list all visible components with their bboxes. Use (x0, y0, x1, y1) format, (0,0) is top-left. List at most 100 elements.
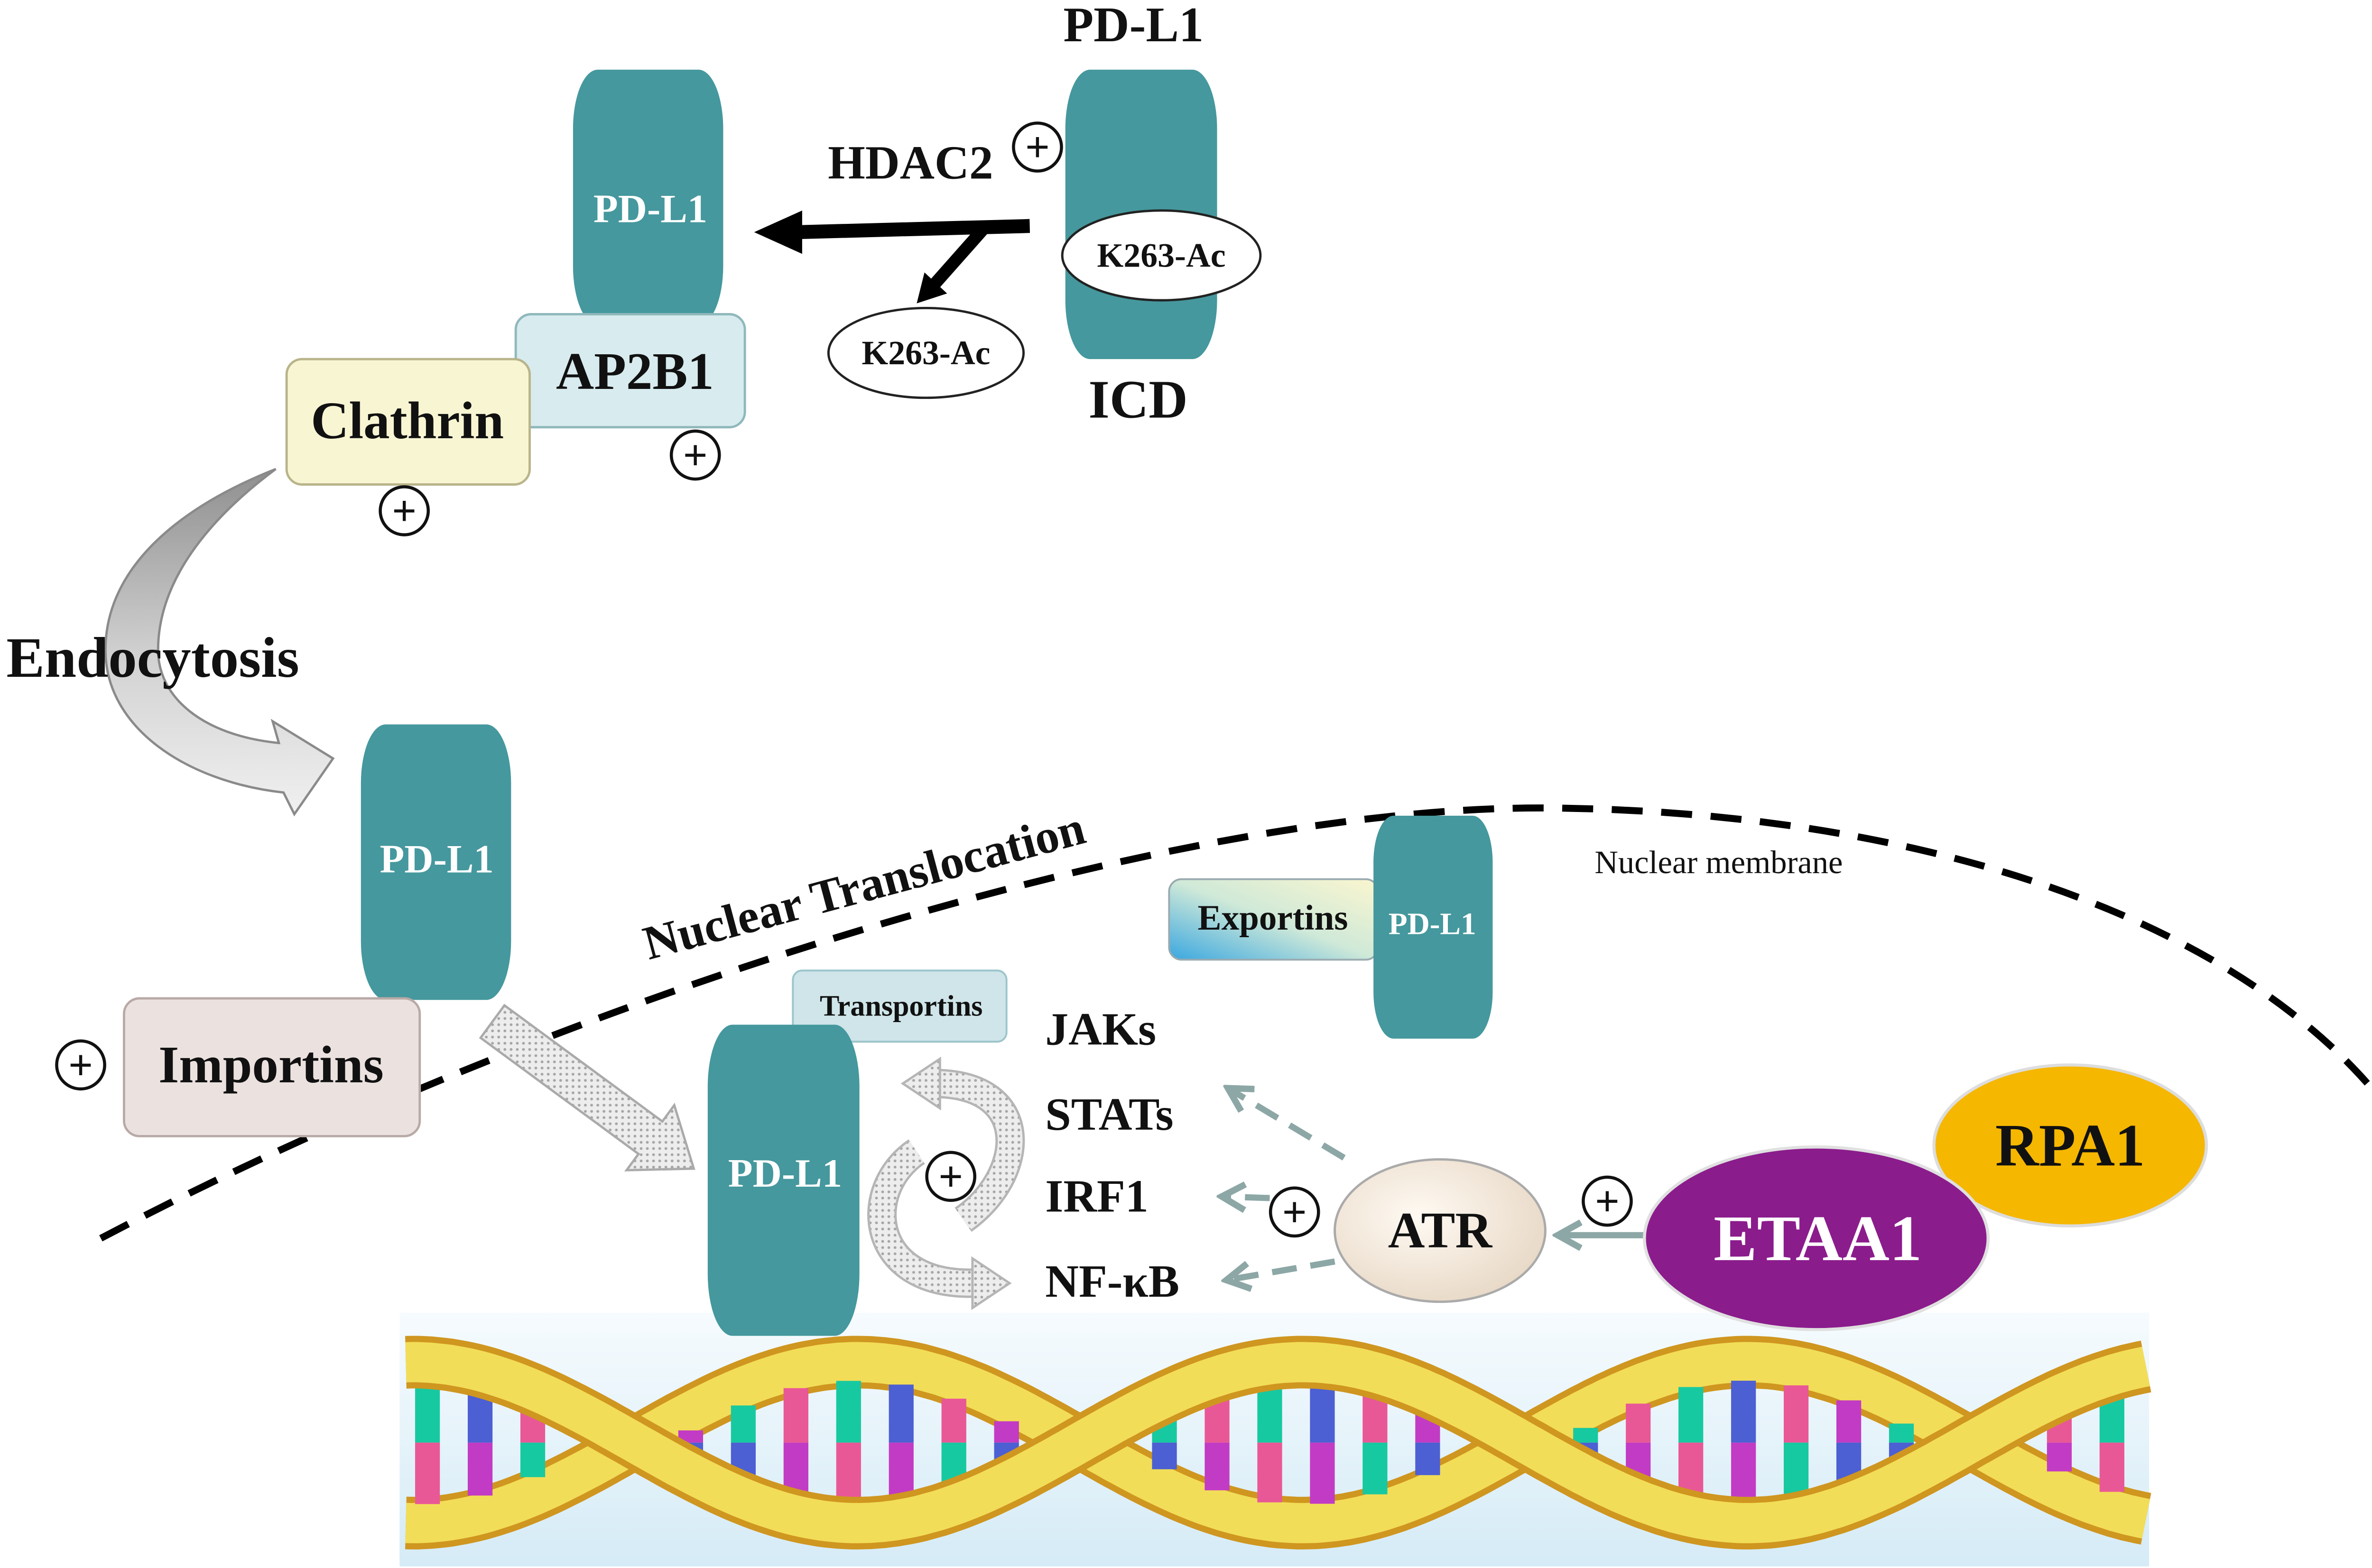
pdl1-cytoplasmic-label: PD-L1 (380, 837, 493, 881)
deacetylation-main-arrow-shaft (796, 219, 1030, 240)
target-jaks: JAKs (1045, 1004, 1156, 1055)
target-nfkb: NF-κB (1045, 1256, 1179, 1307)
target-irf1: IRF1 (1045, 1171, 1149, 1222)
pdl1-cytoplasmic-shape (361, 724, 511, 1000)
clathrin-box (285, 358, 531, 486)
downstream-targets: JAKs STATs IRF1 NF-κB (1045, 1004, 1179, 1307)
base-pair (1310, 1381, 1335, 1443)
etaa1-node (1643, 1145, 1990, 1331)
plus-sign: + (683, 431, 708, 479)
rpa1-node (1932, 1063, 2208, 1228)
base-pair (1626, 1403, 1651, 1443)
plus-sign: + (1282, 1188, 1307, 1236)
k263-ac-released-mark (827, 307, 1025, 399)
exportins-label: Exportins (1198, 898, 1348, 938)
cytoplasmic-pdl1-complex: PD-L1 Importins (122, 724, 511, 1137)
pdl1-nuclear-label: PD-L1 (728, 1151, 842, 1196)
nuclear-translocation-label: Nuclear Translocation (638, 801, 1091, 970)
dna-helix (399, 1312, 2151, 1567)
plus-sign: + (392, 487, 417, 535)
plus-sign: + (1595, 1177, 1620, 1225)
cycle-arrow-upper-head (900, 1056, 941, 1111)
base-pair (1205, 1442, 1230, 1491)
atr-activation-complex: ATR RPA1 ETAA1 (1334, 1063, 2208, 1331)
etaa1-label: ETAA1 (1714, 1202, 1922, 1274)
base-pair (1257, 1383, 1282, 1443)
base-pair (1678, 1387, 1704, 1443)
base-pair (836, 1442, 861, 1504)
transportins-label: Transportins (820, 990, 982, 1022)
pdl1-exported-label: PD-L1 (1389, 907, 1476, 941)
base-pair (1783, 1385, 1809, 1443)
plus-sign: + (1025, 123, 1050, 171)
base-pair (941, 1398, 966, 1443)
k263-ac-bound-mark (1061, 209, 1262, 302)
base-pair (1889, 1423, 1914, 1443)
nuclear-membrane-label: Nuclear membrane (1594, 844, 1843, 880)
pdl1-nuclear-shape (707, 1024, 860, 1336)
clathrin-label: Clathrin (311, 392, 504, 450)
base-pair (415, 1381, 440, 1443)
importins-box (122, 997, 421, 1137)
transportins-box (792, 969, 1008, 1043)
plus-sign: + (68, 1041, 93, 1089)
atr-signal-arrows (1222, 1088, 1645, 1280)
base-pair (783, 1388, 808, 1443)
deacetylation-arrows: K263-Ac (754, 210, 1030, 399)
base-pair (1836, 1400, 1862, 1443)
base-pair (1310, 1442, 1335, 1504)
base-pair (467, 1442, 493, 1496)
base-pair (1415, 1442, 1440, 1476)
membrane-pdl1-title: PD-L1 (1063, 0, 1204, 52)
feedback-cycle-arrows (867, 1056, 1025, 1310)
icd-label: ICD (1088, 369, 1187, 430)
base-pair (1362, 1442, 1388, 1494)
base-pair (1731, 1381, 1756, 1443)
hdac2-label: HDAC2 (828, 136, 993, 189)
base-pair (1152, 1442, 1177, 1469)
base-pair (2099, 1442, 2124, 1492)
k263-ac-bound-label: K263-Ac (1097, 236, 1225, 274)
deacetylation-branch-arrow-shaft (930, 225, 988, 287)
endocytosis-label: Endocytosis (6, 626, 299, 690)
nuclear-import-arrow (479, 1004, 695, 1171)
base-pair (415, 1442, 440, 1504)
cycle-arrow-lower (870, 1141, 973, 1296)
endocytosis-complex: PD-L1 AP2B1 Clathrin (285, 69, 746, 486)
ap2b1-label: AP2B1 (556, 342, 714, 401)
importins-label: Importins (158, 1036, 384, 1094)
pdl1-endocytic-shape (573, 69, 723, 325)
dna-strand-front (405, 1342, 2150, 1543)
base-pair (1731, 1442, 1756, 1505)
base-pair (1573, 1428, 1598, 1443)
plus-icon-etaa1: + (1582, 1175, 1633, 1227)
atr-node (1334, 1158, 1547, 1303)
plus-icon-feedback: + (925, 1151, 977, 1202)
deacetylation-branch-arrowhead (917, 272, 947, 304)
plus-sign: + (938, 1153, 963, 1200)
export-complex: Exportins PD-L1 (1168, 815, 1493, 1039)
membrane-pdl1-complex: PD-L1 K263-Ac ICD HDAC2 (828, 0, 1262, 430)
pdl1-exported-shape (1373, 815, 1493, 1039)
plus-icon-hdac2: + (1012, 121, 1063, 173)
cycle-arrow-lower-head (971, 1256, 1012, 1310)
base-pair (1257, 1442, 1282, 1503)
cycle-arrow-upper (937, 1071, 1023, 1230)
atr-to-nfkb-arrow (1226, 1258, 1335, 1280)
plus-icon-importins: + (55, 1039, 106, 1091)
dna-strands (405, 1336, 2151, 1550)
k263-ac-released-label: K263-Ac (862, 334, 990, 372)
base-pair (731, 1405, 756, 1443)
plus-icon-clathrin: + (379, 485, 430, 536)
rpa1-label: RPA1 (1995, 1112, 2145, 1179)
base-pair (994, 1421, 1019, 1443)
plus-icon-atr: + (1269, 1186, 1320, 1238)
atr-to-irf1-arrow (1222, 1197, 1270, 1198)
promotion-markers: + + + + + + + (55, 121, 1633, 1238)
deacetylation-main-arrowhead (754, 210, 802, 254)
nuclear-pdl1-complex: Transportins PD-L1 (707, 969, 1008, 1336)
atr-to-stats-arrow (1228, 1088, 1346, 1161)
dna-strand-back (405, 1342, 2150, 1543)
atr-label: ATR (1388, 1202, 1493, 1259)
